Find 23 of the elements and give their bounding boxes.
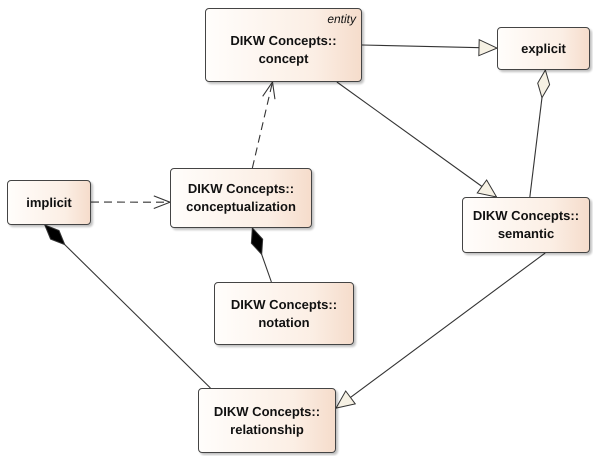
class-box: [214, 282, 354, 345]
class-name: explicit: [521, 40, 566, 58]
aggregation-line: [44, 224, 211, 388]
class-box: [462, 197, 590, 253]
dependency-arrow: [252, 81, 276, 168]
aggregation-line: [250, 228, 272, 282]
class-name: DIKW Concepts:: notation: [230, 296, 338, 332]
class-name: DIKW Concepts:: relationship: [212, 402, 322, 438]
stereotype-label: entity: [327, 12, 356, 26]
class-box: [7, 180, 91, 225]
generalization-arrow: [362, 39, 498, 56]
aggregation-line: [529, 70, 550, 198]
dependency-arrow: [91, 195, 171, 209]
class-name: DIKW Concepts:: conceptualization: [185, 180, 297, 216]
generalization-arrow: [336, 252, 546, 409]
class-box: [497, 27, 590, 70]
class-box: [205, 8, 362, 82]
class-box: [170, 168, 312, 228]
class-name: DIKW Concepts:: concept: [229, 32, 338, 68]
class-box: [198, 388, 336, 453]
class-name: implicit: [26, 194, 72, 212]
class-name: DIKW Concepts:: semantic: [472, 207, 580, 243]
generalization-arrow: [336, 82, 498, 198]
